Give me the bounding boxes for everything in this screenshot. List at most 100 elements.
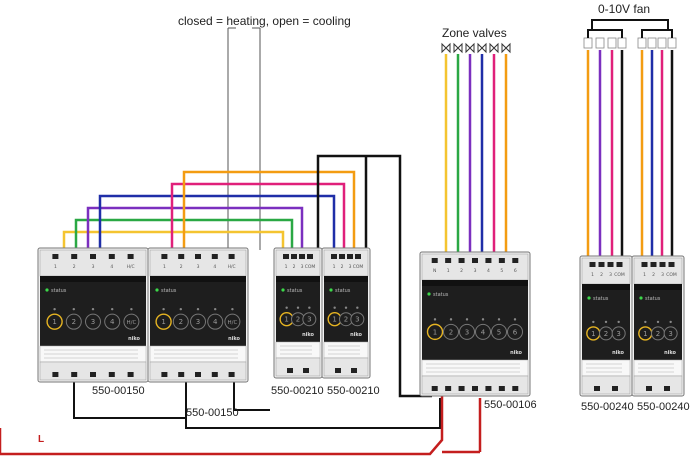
part-label-m1: 550-00150 — [92, 385, 145, 397]
button-label: 3 — [465, 328, 469, 336]
channel-button[interactable] — [459, 323, 475, 340]
channel-button[interactable] — [302, 312, 317, 327]
button-label: 5 — [497, 328, 501, 336]
button-label: 1 — [52, 318, 56, 326]
channel-button[interactable] — [46, 313, 63, 330]
channel-button[interactable] — [85, 313, 101, 330]
button-label: 1 — [433, 328, 437, 336]
wire-purple-m1-m3 — [86, 206, 304, 250]
channel-button[interactable] — [507, 323, 523, 340]
channel-button[interactable] — [443, 323, 459, 340]
status-label: status — [161, 288, 177, 294]
valve-icon — [489, 42, 499, 54]
channel-button[interactable] — [123, 313, 140, 330]
wire-yellow-m1-m3 — [62, 230, 285, 250]
button-label: 1 — [643, 330, 647, 338]
status-led — [329, 288, 333, 292]
channel-button[interactable] — [65, 313, 82, 330]
channel-button[interactable] — [426, 323, 444, 341]
terminal-label: 4 — [487, 268, 490, 274]
fan-label: 0-10V fan — [598, 2, 650, 16]
button-label: 1 — [591, 330, 595, 338]
brand-logo: niko — [612, 350, 624, 356]
terminal-label: 4 — [110, 264, 113, 270]
terminal-label: 2 — [460, 268, 463, 274]
valve-icon — [501, 42, 511, 54]
fan-wires — [583, 19, 677, 258]
status-label: status — [335, 288, 351, 294]
channel-button[interactable] — [224, 313, 241, 330]
button-label: 1 — [161, 318, 165, 326]
channel-button[interactable] — [611, 326, 626, 341]
wire-magenta-m2-m4 — [170, 182, 346, 250]
wire-blue-m1-m4 — [98, 194, 336, 250]
fan-terminal-icon — [617, 37, 627, 49]
status-label: status — [51, 288, 67, 294]
terminal-label: 3 — [474, 268, 477, 274]
part-label-m7: 550-00240 — [637, 401, 690, 413]
terminal-label: 1 — [54, 264, 57, 270]
part-label-m2: 550-00150 — [186, 407, 239, 419]
terminal-label: 2 — [652, 272, 655, 278]
thermostat-note-label: closed = heating, open = cooling — [178, 14, 351, 28]
button-label: 1 — [284, 316, 288, 324]
valve-icon — [477, 42, 487, 54]
terminal-label: 2 — [341, 264, 344, 270]
status-led — [587, 296, 591, 300]
channel-button[interactable] — [172, 313, 189, 330]
wire-orange-m2-m4 — [182, 170, 356, 250]
terminal-label: 3 — [92, 264, 95, 270]
status-led — [155, 288, 159, 292]
button-label: 3 — [91, 318, 95, 326]
button-label: 4 — [213, 318, 218, 326]
terminal-label: 3 — [609, 272, 612, 278]
channel-button[interactable] — [207, 313, 224, 330]
fan-terminal-icon — [657, 37, 667, 49]
zone-valve-wires — [441, 42, 511, 255]
channel-button[interactable] — [663, 326, 678, 341]
status-led — [45, 288, 49, 292]
bottom-black-wires — [73, 382, 441, 429]
wire-black-com-loop — [316, 154, 432, 398]
button-label: H/C — [227, 320, 237, 326]
channel-button[interactable] — [155, 313, 172, 330]
terminal-label: N — [433, 268, 436, 274]
status-led — [427, 292, 431, 296]
terminal-label: 1 — [447, 268, 450, 274]
terminal-label: 2 — [600, 272, 603, 278]
button-label: 1 — [332, 316, 336, 324]
terminal-label: 1 — [591, 272, 594, 278]
status-label: status — [593, 296, 609, 302]
line-label: L — [38, 434, 44, 445]
fan-terminal-icon — [607, 37, 617, 49]
button-label: 3 — [616, 330, 620, 338]
terminal-label: 3 — [301, 264, 304, 270]
brand-logo: niko — [350, 332, 362, 338]
channel-button[interactable] — [475, 323, 491, 340]
terminal-label: 2 — [73, 264, 76, 270]
status-led — [281, 288, 285, 292]
button-label: H/C — [126, 320, 136, 326]
channel-button[interactable] — [491, 323, 507, 340]
terminal-label: COM — [305, 264, 316, 270]
status-label: status — [645, 296, 661, 302]
button-label: 3 — [307, 316, 311, 324]
button-label: 2 — [72, 318, 76, 326]
line-l-wire — [0, 392, 482, 456]
channel-button[interactable] — [190, 313, 206, 330]
channel-button[interactable] — [104, 313, 121, 330]
part-labels: 550-00150 550-00150 550-00210 550-00210 … — [92, 385, 690, 419]
valve-icon — [441, 42, 451, 54]
part-label-m6: 550-00240 — [581, 401, 634, 413]
status-led — [639, 296, 643, 300]
fan-terminal-icon — [583, 37, 593, 49]
button-label: 2 — [449, 328, 453, 336]
button-label: 3 — [668, 330, 672, 338]
valve-icon — [465, 42, 475, 54]
channel-button[interactable] — [350, 312, 365, 327]
